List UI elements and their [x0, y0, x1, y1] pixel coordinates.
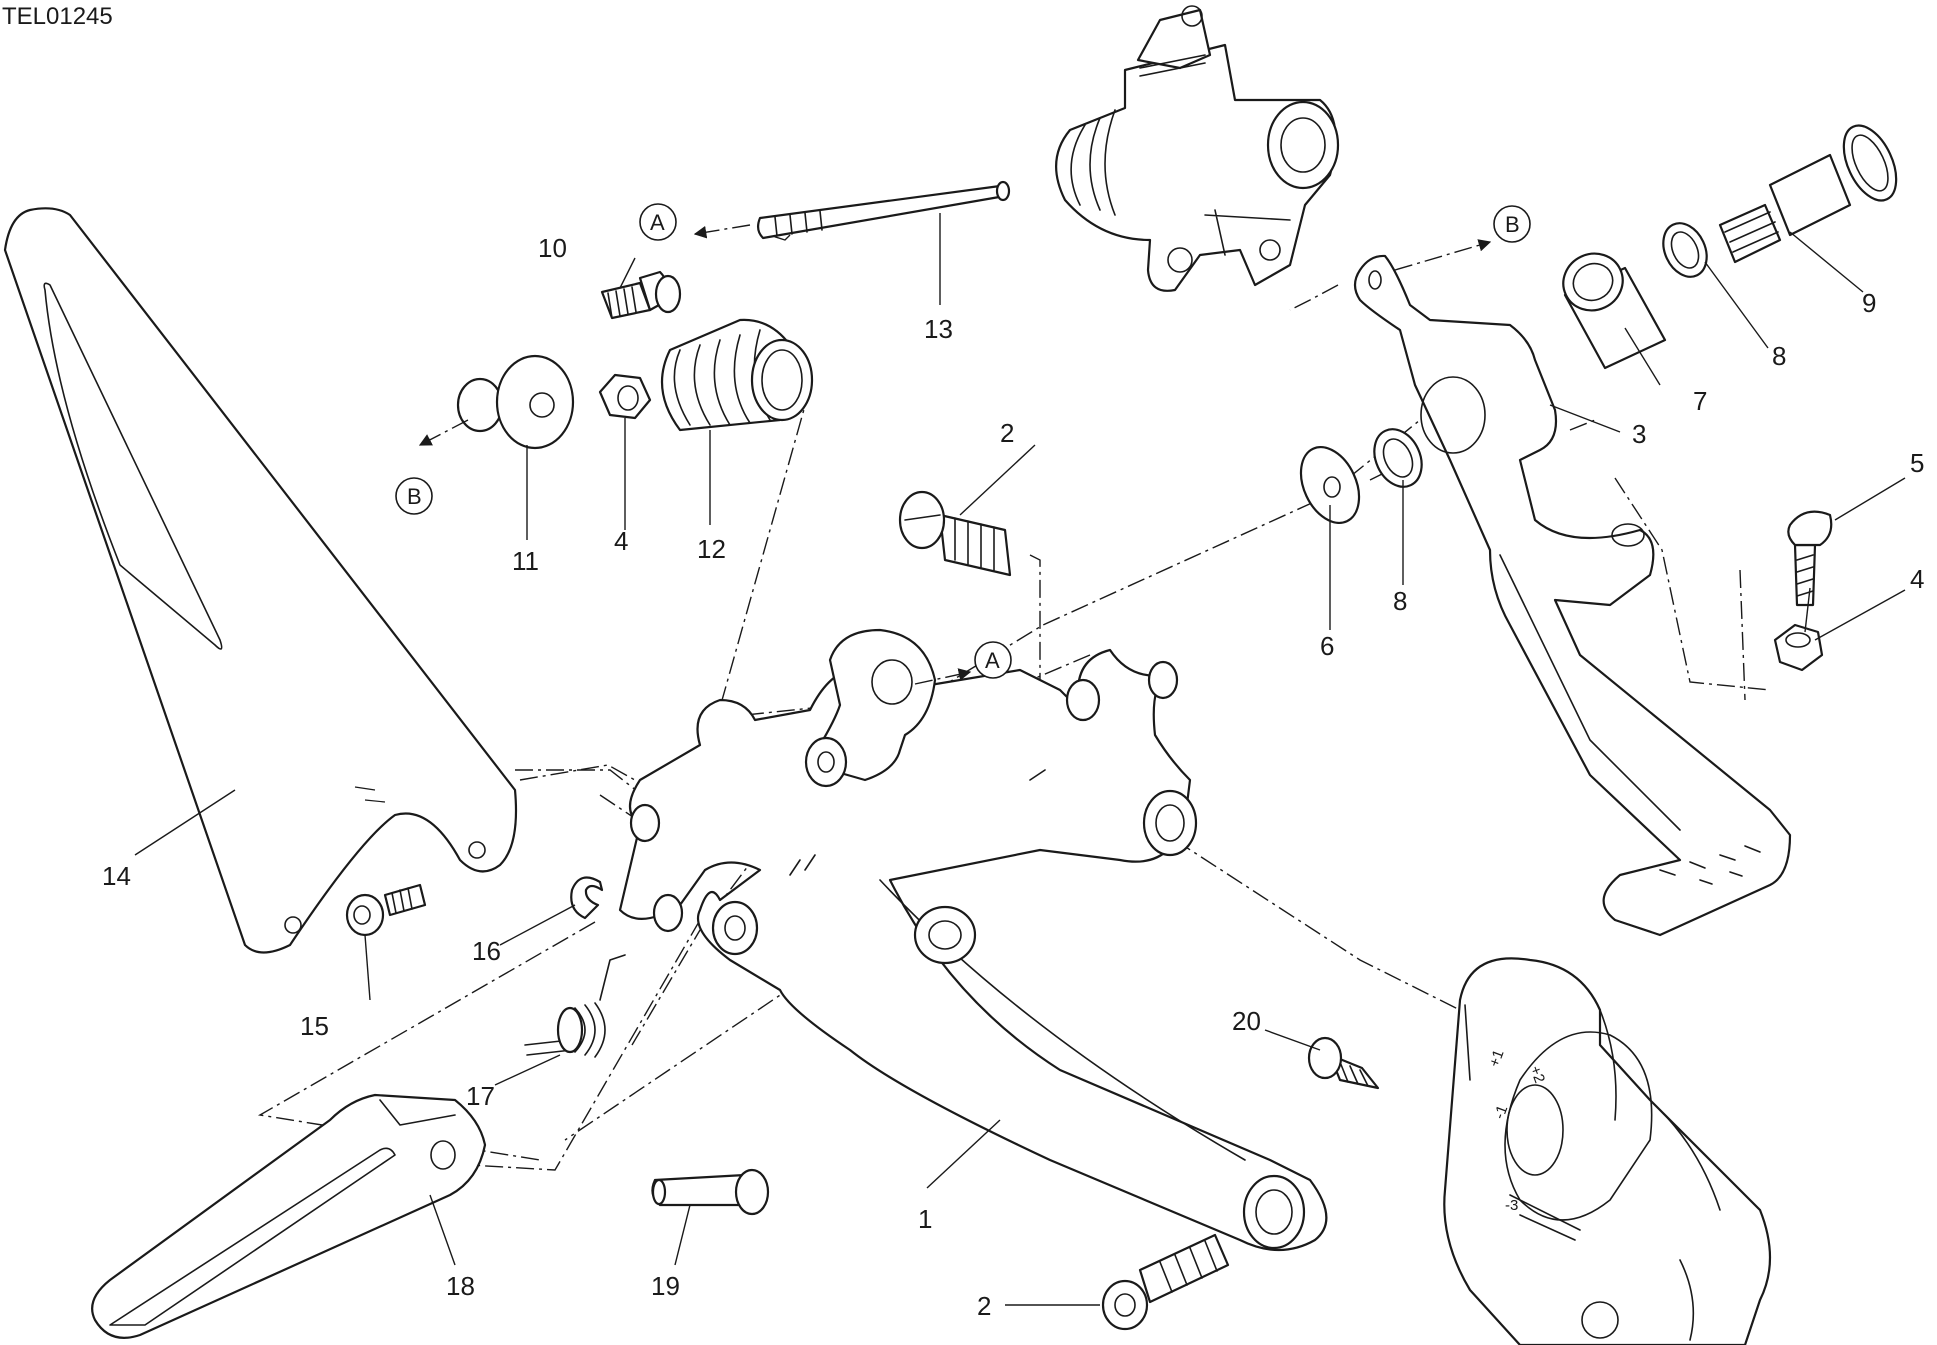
shift-link-eye — [804, 628, 937, 788]
reference-b-circle-1 — [1493, 205, 1531, 243]
screw-15 — [345, 883, 427, 937]
callout-20: 20 — [1232, 1006, 1261, 1036]
nut-4-right — [1773, 623, 1824, 672]
footpeg-18 — [91, 1093, 487, 1339]
pivot-bolt-9 — [1718, 124, 1898, 264]
scale-mark-plus1: +1 — [1486, 1047, 1508, 1069]
frame-plate: -1 +1 +2 -3 — [1443, 957, 1772, 1345]
callout-19: 19 — [651, 1271, 680, 1301]
washer-8-lower — [1373, 428, 1423, 488]
washer-8-upper — [1662, 222, 1708, 278]
callout-5: 5 — [1910, 448, 1924, 478]
spring-17 — [524, 954, 626, 1058]
callout-4-right: 4 — [1910, 564, 1924, 594]
pin-19 — [651, 1168, 770, 1216]
callout-labels: 1 2 2 3 4 4 5 6 7 8 8 9 10 11 12 13 14 1… — [102, 233, 1924, 1321]
callout-8-upper: 8 — [1772, 341, 1786, 371]
washer-6 — [1299, 446, 1361, 524]
callout-15: 15 — [300, 1011, 329, 1041]
bushing-spacer — [1562, 252, 1667, 370]
circlip-16 — [570, 876, 604, 920]
scale-mark-minus3: -3 — [1505, 1197, 1518, 1214]
callout-6: 6 — [1320, 631, 1334, 661]
diagram-code: TEL01245 — [2, 3, 113, 30]
callout-13: 13 — [924, 314, 953, 344]
callout-14: 14 — [102, 861, 131, 891]
brake-pedal — [1353, 254, 1792, 937]
callout-18: 18 — [446, 1271, 475, 1301]
callout-17: 17 — [466, 1081, 495, 1111]
callout-11: 11 — [512, 546, 539, 576]
bolt-2-lower — [1101, 1233, 1230, 1331]
reference-a-label-2: A — [985, 648, 1000, 673]
footpeg-bracket — [618, 648, 1328, 1252]
callout-10: 10 — [538, 233, 567, 263]
pushrod — [756, 180, 1011, 240]
callout-7: 7 — [1693, 386, 1707, 416]
scale-mark-plus2: +2 — [1526, 1064, 1548, 1086]
reference-a-circle-1 — [639, 203, 677, 241]
heel-guard-plate — [3, 207, 518, 954]
nut-4-left — [598, 373, 652, 420]
screw-10 — [600, 270, 682, 320]
callout-16: 16 — [472, 936, 501, 966]
reference-markers: A A B B — [395, 203, 1531, 685]
reference-b-circle-2 — [395, 477, 433, 515]
spring-12 — [660, 318, 814, 432]
callout-2-upper: 2 — [1000, 418, 1014, 448]
bolt-20 — [1307, 1036, 1380, 1090]
callout-4-left: 4 — [614, 526, 628, 556]
callout-2-lower: 2 — [977, 1291, 991, 1321]
reference-b-label-1: B — [1505, 212, 1520, 237]
cap-washer-11 — [456, 354, 575, 450]
reference-a-circle-2 — [974, 641, 1012, 679]
scale-mark-minus1: -1 — [1491, 1103, 1512, 1121]
leader-lines — [134, 213, 1906, 1306]
callout-1: 1 — [918, 1204, 932, 1234]
bolt-2-upper — [898, 490, 1012, 577]
master-cylinder — [1055, 5, 1340, 292]
reference-a-label-1: A — [650, 210, 665, 235]
reference-b-label-2: B — [407, 484, 422, 509]
callout-3: 3 — [1632, 419, 1646, 449]
callout-9: 9 — [1862, 288, 1876, 318]
callout-8-lower: 8 — [1393, 586, 1407, 616]
callout-12: 12 — [697, 534, 726, 564]
